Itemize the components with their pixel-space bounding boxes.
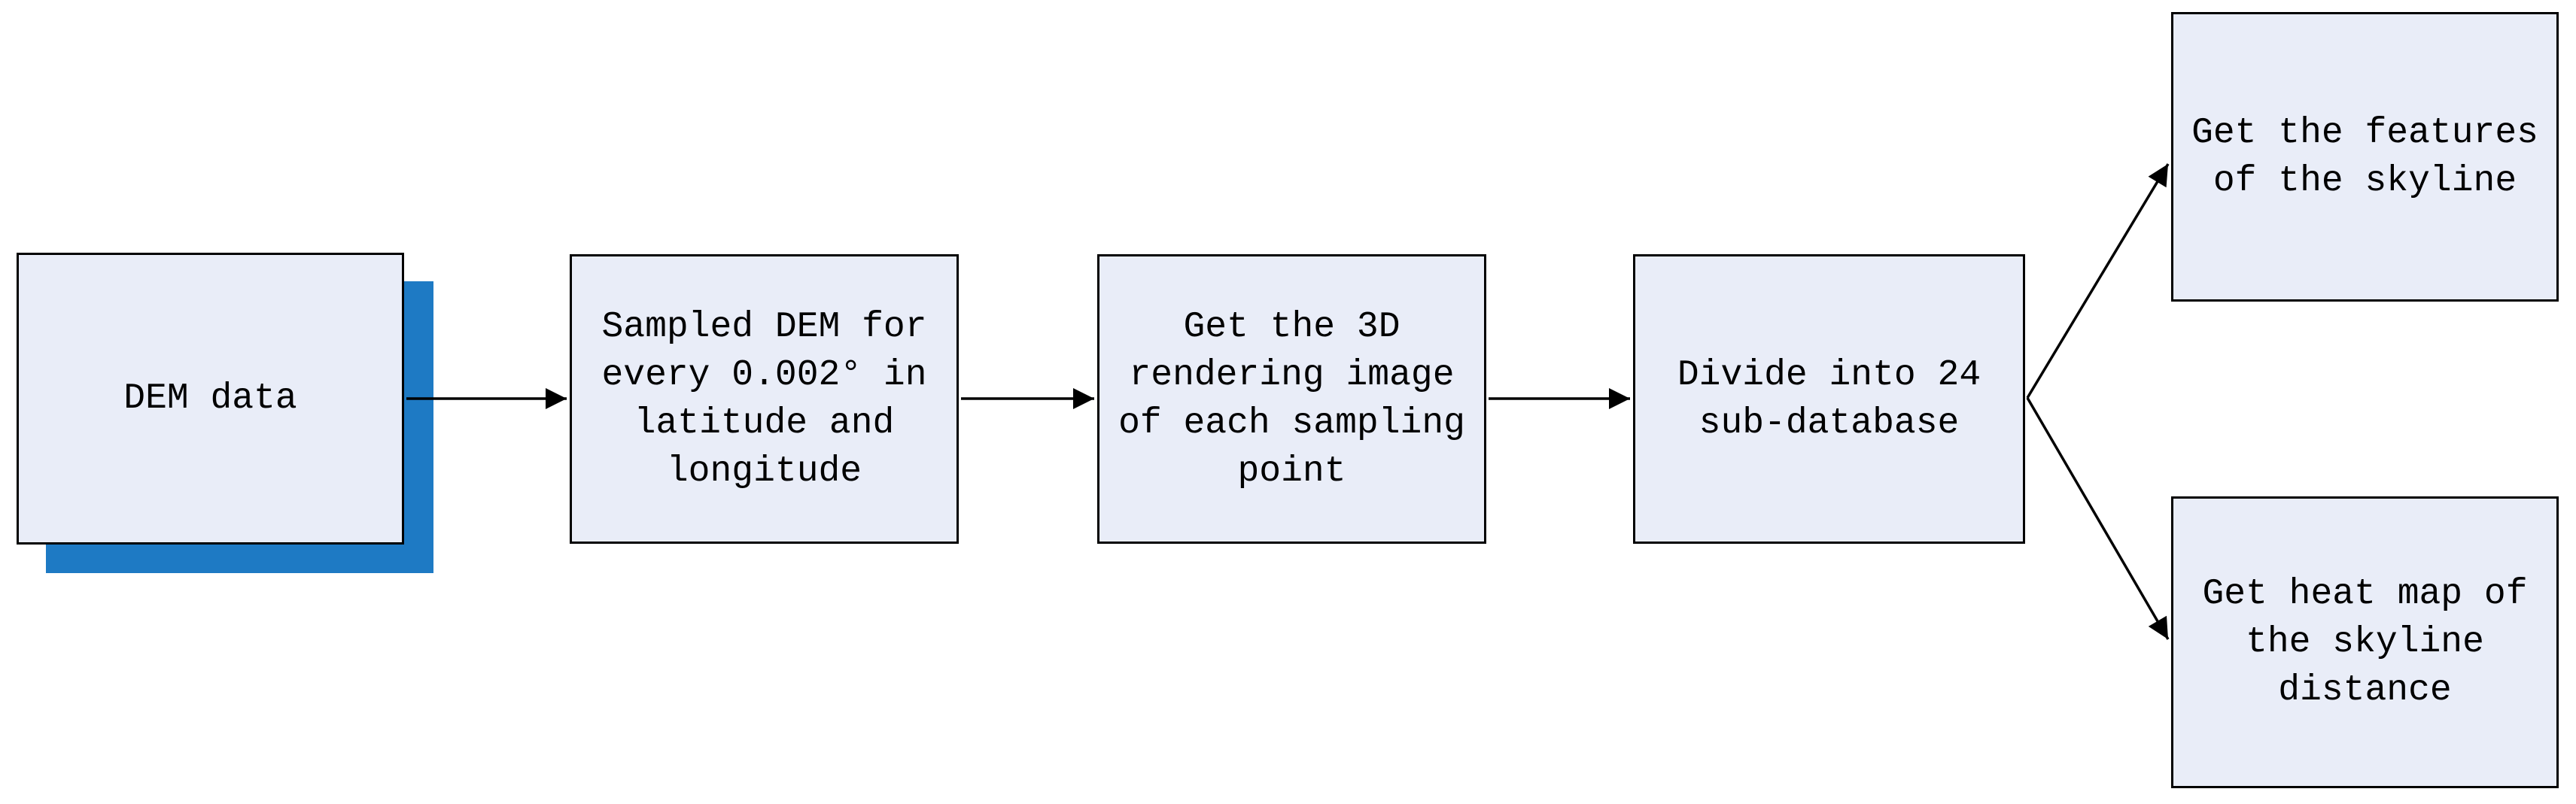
flow-box-dem-data-label: DEM data [123, 378, 297, 419]
arrow-divide-to-heatmap [2026, 397, 2170, 640]
flow-box-divide-24: Divide into 24 sub-database [1633, 254, 2025, 544]
flow-box-sampled-dem-label: Sampled DEM for every 0.002° in latitude… [601, 306, 927, 492]
flow-box-skyline-features-label: Get the features of the skyline [2191, 112, 2538, 202]
flow-box-skyline-heatmap: Get heat map of the skyline distance [2171, 496, 2559, 788]
flow-box-3d-rendering: Get the 3D rendering image of each sampl… [1097, 254, 1486, 544]
flow-box-dem-data: DEM data [17, 253, 404, 545]
arrow-divide-to-features [2026, 163, 2170, 399]
flow-box-3d-rendering-label: Get the 3D rendering image of each sampl… [1118, 306, 1465, 492]
flow-box-skyline-heatmap-label: Get heat map of the skyline distance [2202, 574, 2528, 711]
flow-box-skyline-features: Get the features of the skyline [2171, 12, 2559, 302]
flow-box-sampled-dem: Sampled DEM for every 0.002° in latitude… [570, 254, 959, 544]
flow-box-divide-24-label: Divide into 24 sub-database [1677, 354, 1981, 444]
